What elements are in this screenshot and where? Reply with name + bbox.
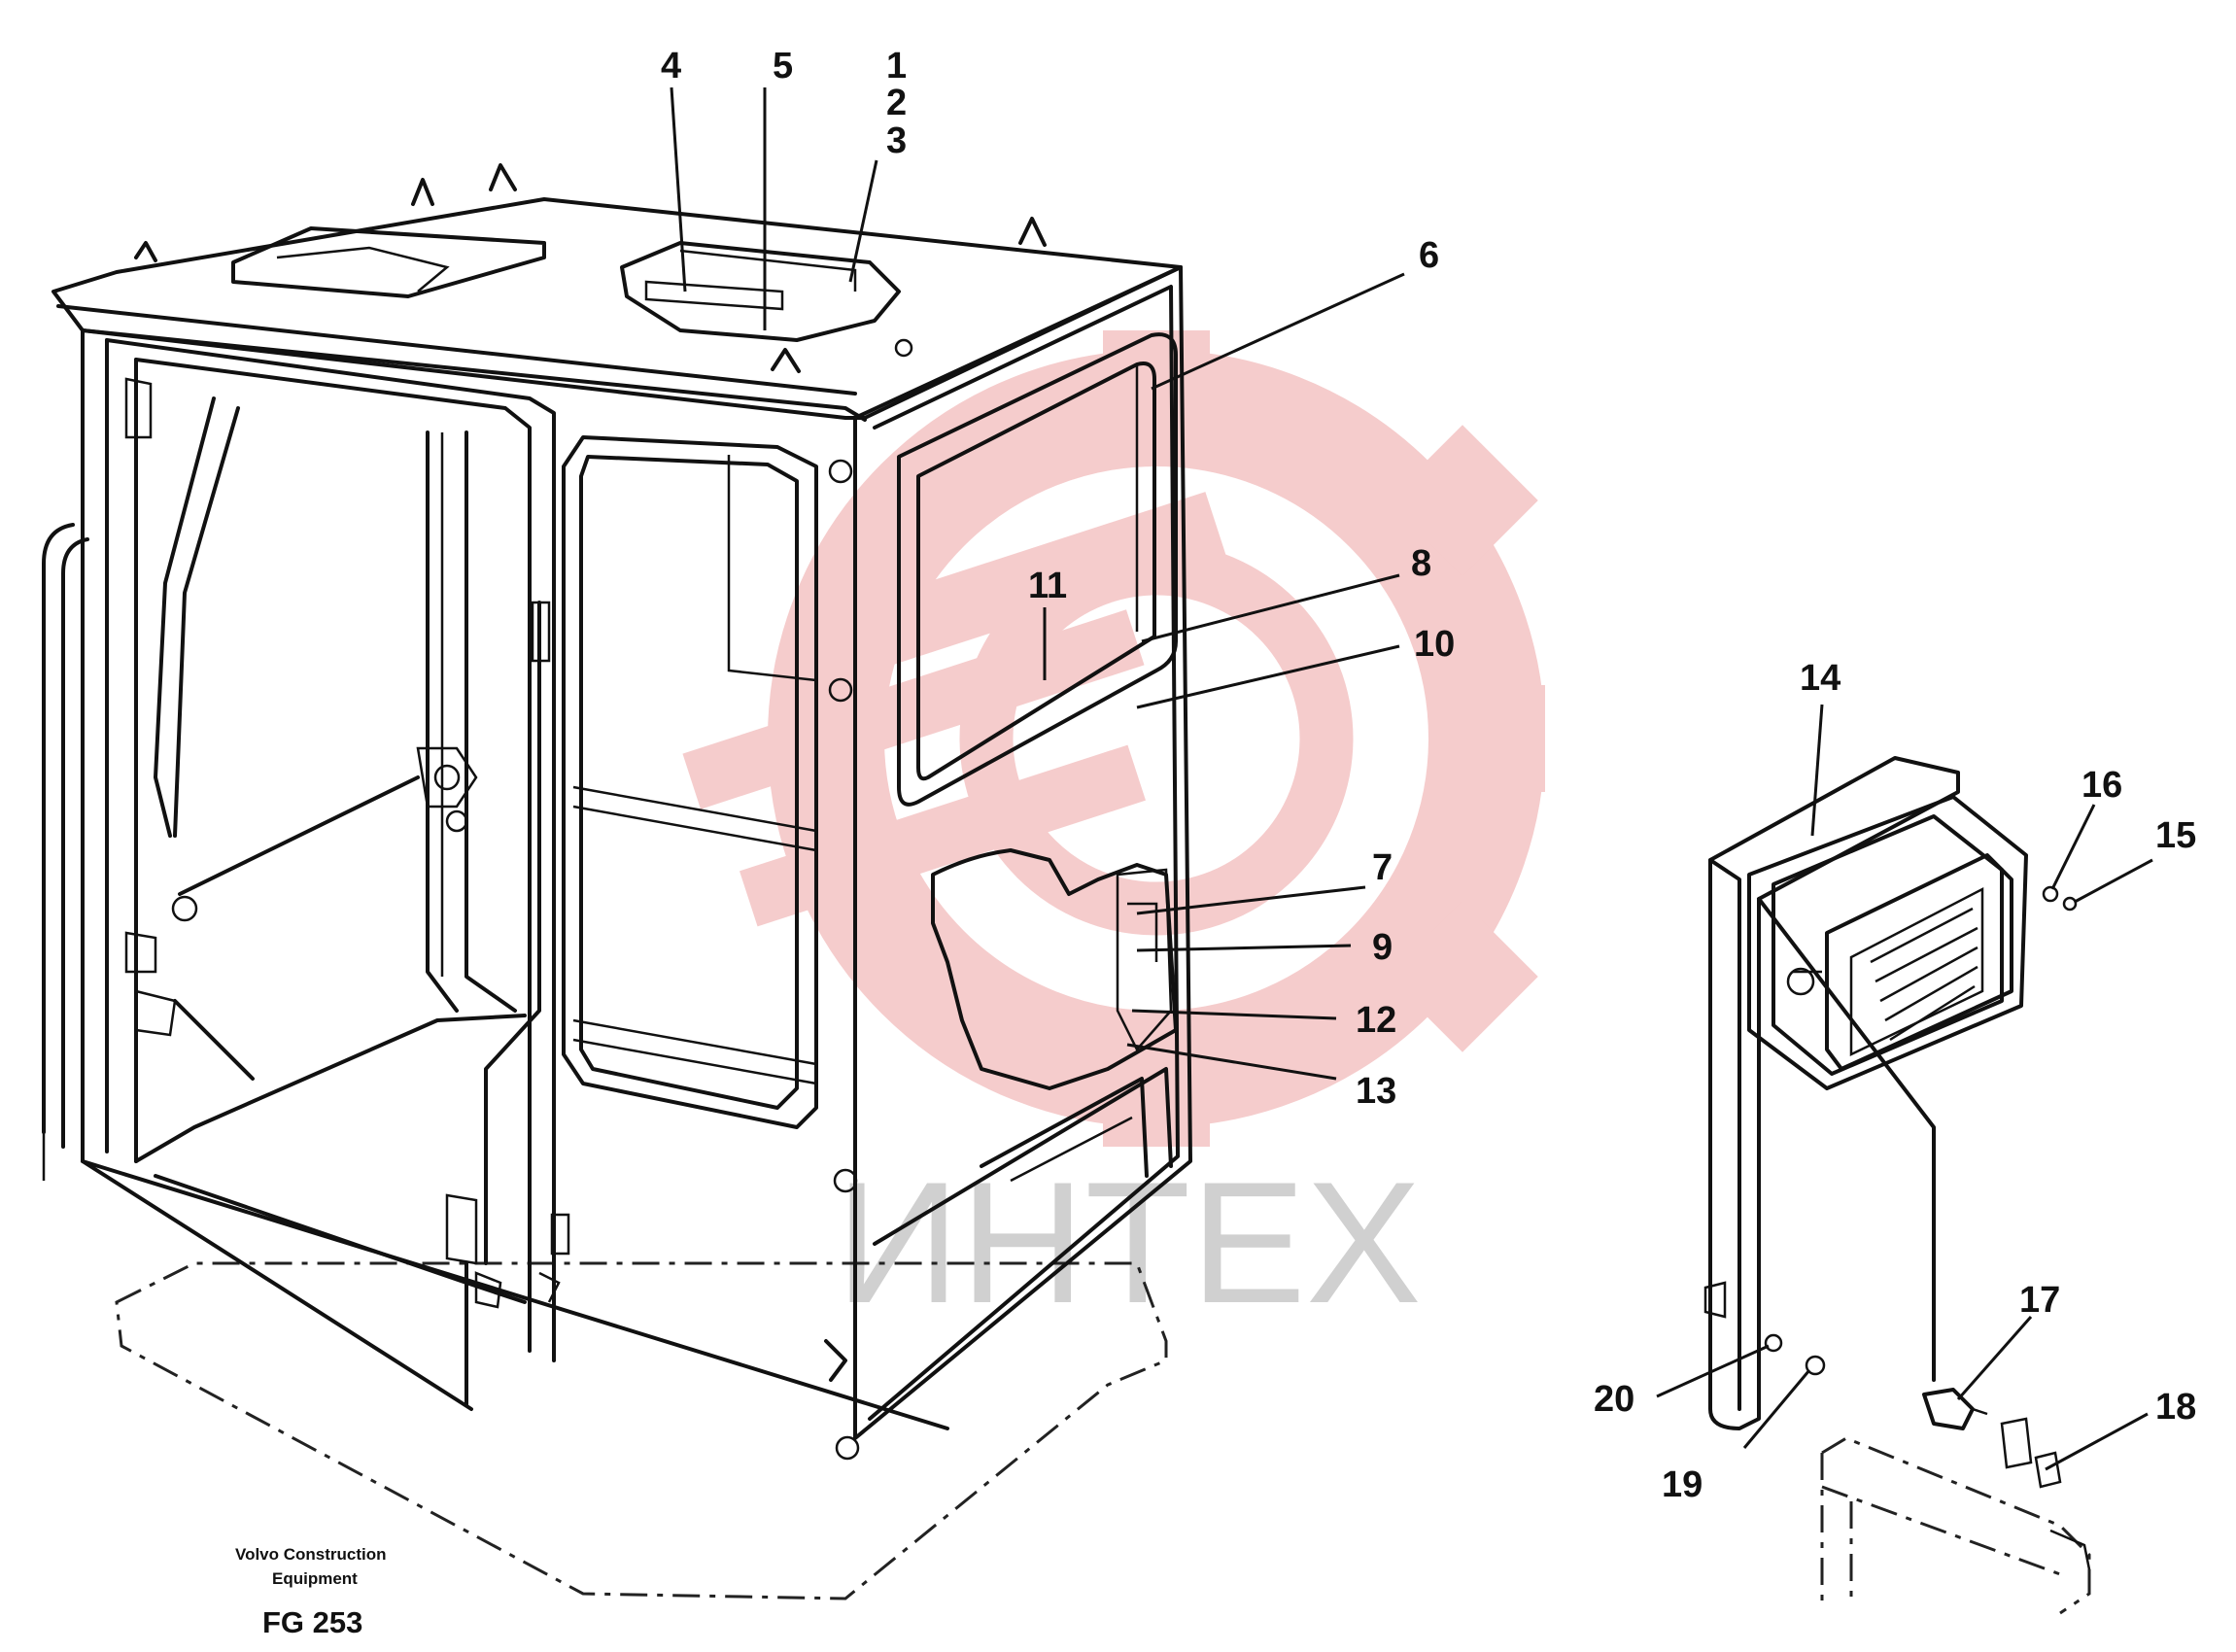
leader-19	[1742, 1369, 1811, 1449]
callout-6: 6	[1419, 235, 1439, 276]
leader-20	[1656, 1344, 1770, 1398]
callout-14: 14	[1800, 658, 1840, 699]
leader-17	[1956, 1316, 2033, 1400]
leader-9	[1136, 944, 1352, 952]
callout-17: 17	[2019, 1280, 2060, 1321]
callout-2: 2	[886, 83, 907, 123]
callout-11: 11	[1028, 566, 1067, 606]
callout-3: 3	[886, 120, 907, 161]
leader-6	[1151, 272, 1405, 391]
leader-7	[1136, 885, 1366, 915]
callout-18: 18	[2155, 1387, 2196, 1428]
callout-8: 8	[1411, 543, 1431, 584]
callout-13: 13	[1356, 1071, 1396, 1112]
callout-1: 1	[886, 46, 907, 86]
leader-14	[1810, 704, 1824, 837]
cab-frame	[42, 163, 1192, 1461]
callout-20: 20	[1594, 1379, 1634, 1420]
leader-4	[670, 86, 687, 293]
leader-8	[1141, 573, 1400, 643]
leader-lines	[670, 86, 2153, 1471]
callout-16: 16	[2081, 765, 2122, 806]
leader-3	[848, 159, 878, 283]
figure-code: FG 253	[262, 1605, 362, 1639]
callout-4: 4	[661, 46, 681, 86]
callout-10: 10	[1414, 624, 1455, 665]
leader-15	[2074, 858, 2153, 904]
leader-12	[1131, 1009, 1337, 1020]
callout-labels: 1 2 3 4 5 6 8 10 11 7 9 12 13 14 16 15 1…	[661, 46, 2196, 1505]
leader-16	[2050, 804, 2096, 890]
callout-15: 15	[2155, 815, 2196, 856]
callout-7: 7	[1372, 847, 1393, 888]
callout-9: 9	[1372, 927, 1393, 968]
watermark-text: ИНТЕХ	[836, 1146, 1422, 1339]
leader-18	[2045, 1412, 2149, 1471]
callout-12: 12	[1356, 1000, 1396, 1041]
callout-19: 19	[1662, 1464, 1703, 1505]
callout-5: 5	[773, 46, 793, 86]
manufacturer-line2: Equipment	[272, 1569, 358, 1588]
watermark-gear-logo	[682, 330, 1545, 1147]
work-lamp-assembly	[1703, 756, 2091, 1615]
leader-13	[1126, 1043, 1337, 1081]
manufacturer-line1: Volvo Construction	[235, 1545, 387, 1564]
leader-10	[1136, 644, 1400, 709]
cab-floor-plate	[115, 1261, 1168, 1600]
